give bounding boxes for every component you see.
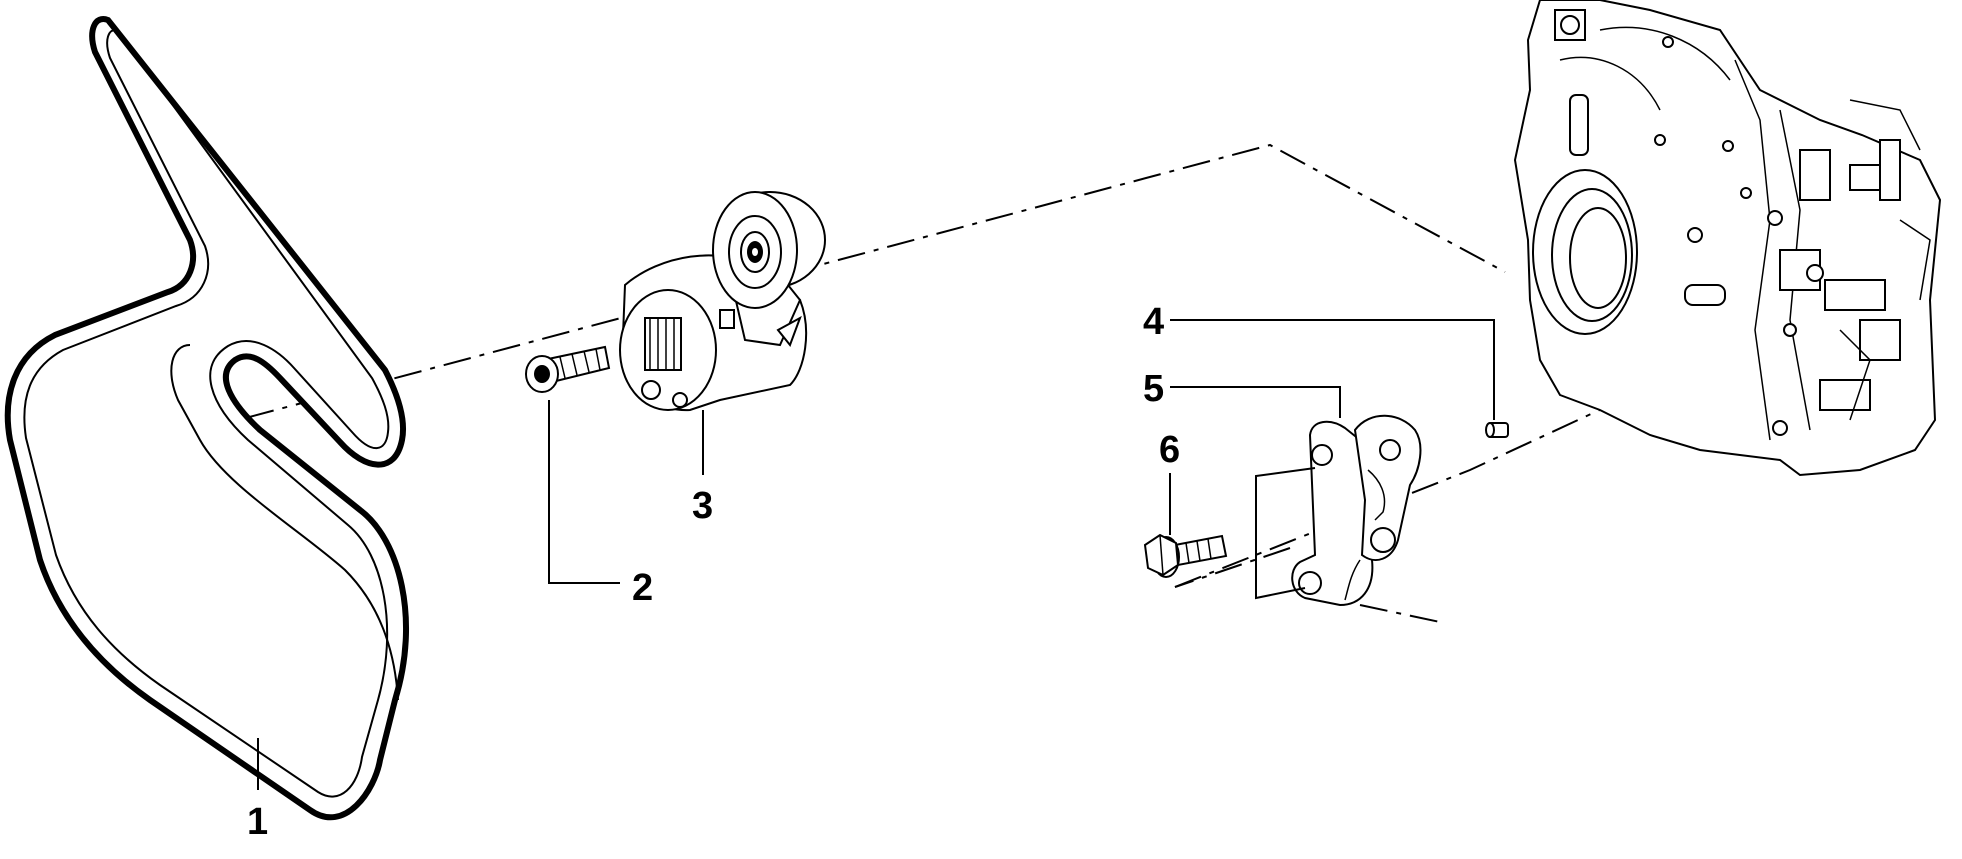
dowel-pin-icon — [1485, 422, 1509, 438]
flange-bolt-icon — [1143, 533, 1228, 578]
engine-front-cover-icon — [1513, 0, 1942, 477]
tensioner-bracket-icon — [1291, 414, 1422, 607]
callout-2: 2 — [632, 567, 653, 609]
leader-2 — [548, 400, 620, 584]
callout-1: 1 — [247, 801, 268, 843]
callout-4: 4 — [1143, 301, 1164, 343]
leader-5 — [1170, 386, 1341, 418]
callout-3: 3 — [692, 485, 713, 527]
callout-5: 5 — [1143, 368, 1164, 410]
socket-head-bolt-icon — [525, 345, 611, 393]
centerline-upper — [147, 143, 1506, 445]
callout-6: 6 — [1159, 429, 1180, 471]
leader-4 — [1170, 319, 1495, 420]
serpentine-belt-icon — [4, 16, 409, 821]
belt-tensioner-pulley-icon — [619, 191, 826, 412]
bracket-alignment-lines — [1255, 467, 1316, 600]
